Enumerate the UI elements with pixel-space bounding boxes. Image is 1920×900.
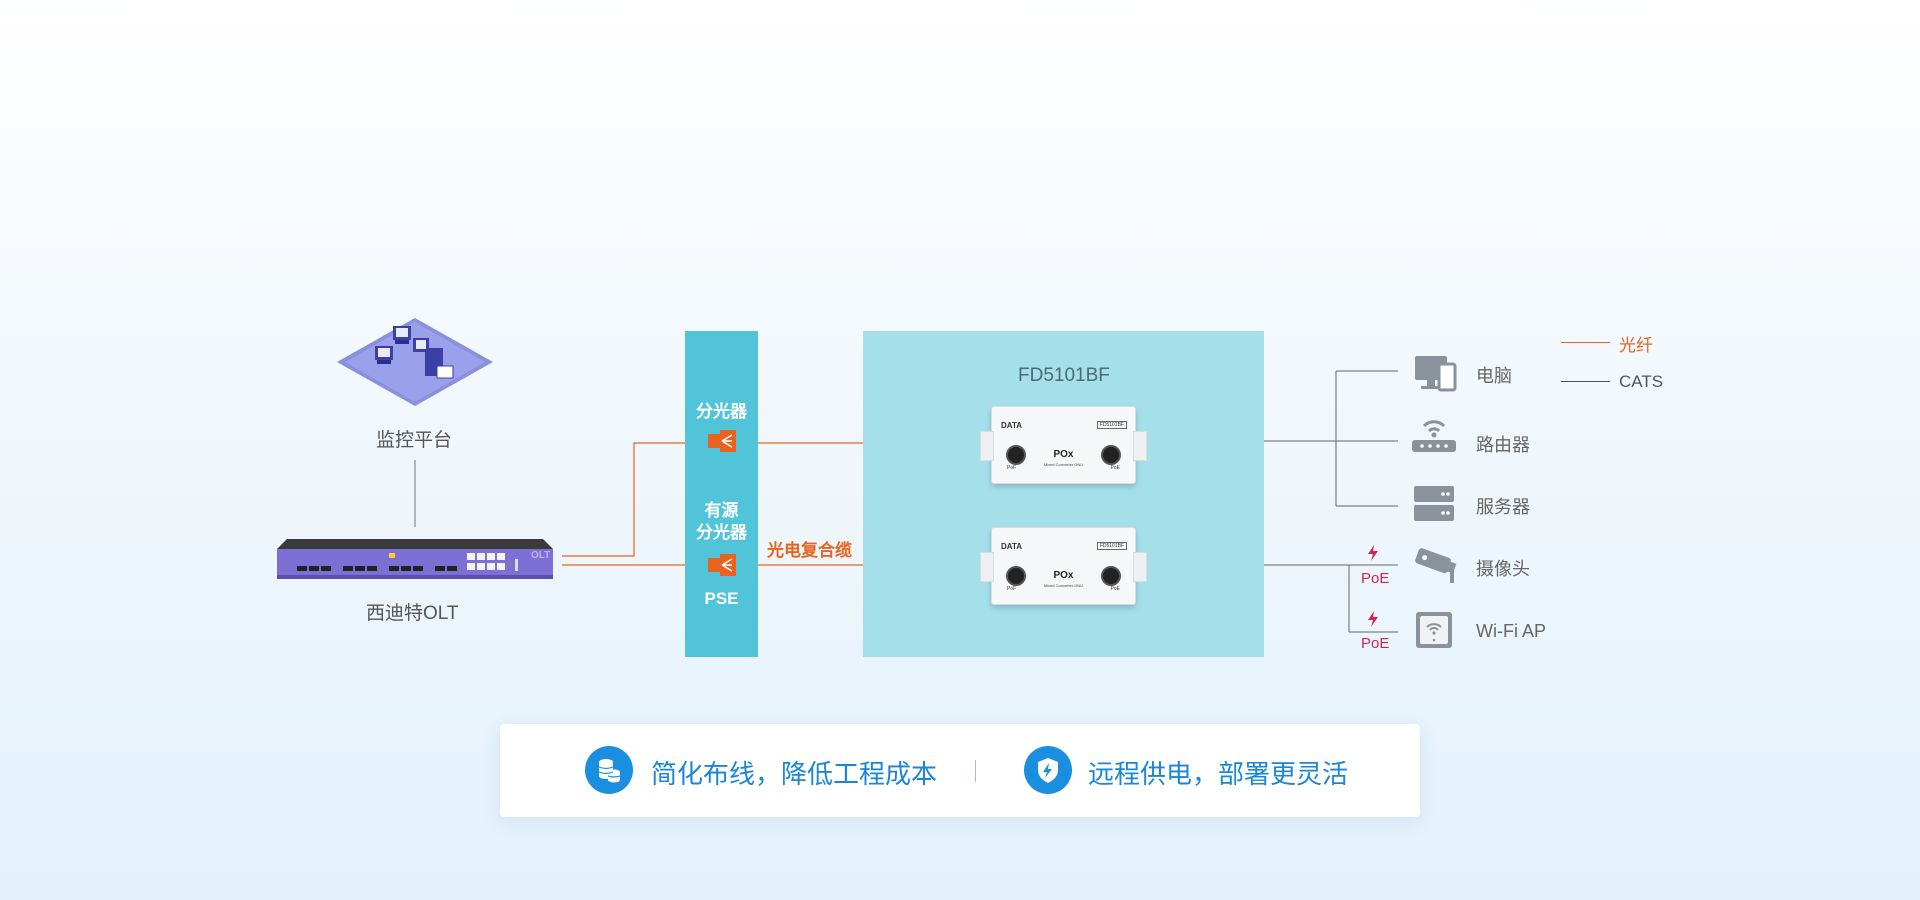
poe-port	[1101, 566, 1121, 586]
onu-device-2: DATA FD5101BF POx Mixed Converter ONU Po…	[980, 527, 1147, 605]
splitter-icon	[708, 430, 736, 452]
fiber-olt-to-splitter	[562, 442, 970, 557]
poe-port	[1101, 445, 1121, 465]
active-splitter-icon	[708, 554, 736, 576]
onu-logo: DATA	[1001, 421, 1023, 430]
legend-fiber-label: 光纤	[1619, 336, 1653, 355]
cable-label: 光电复合缆	[767, 541, 852, 560]
onu-device-1: DATA FD5101BF POx Mixed Converter ONU Po…	[980, 406, 1147, 484]
device-label-wifi-ap: Wi-Fi AP	[1476, 621, 1546, 641]
benefit-text-simplified-cabling: 简化布线，降低工程成本	[651, 759, 938, 789]
olt-device-illustration	[277, 539, 553, 579]
camera-icon	[1415, 548, 1457, 583]
poe-label-wifi-ap: PoE	[1361, 635, 1390, 652]
computer-icon	[1415, 356, 1457, 392]
coins-icon	[585, 746, 633, 794]
platform-label: 监控平台	[376, 430, 453, 451]
pof-port-label: PoF	[1007, 465, 1017, 471]
onu-subtitle: Mixed Converter ONU	[1043, 583, 1084, 588]
benefits-card: 简化布线，降低工程成本 远程供电，部署更灵活	[500, 724, 1420, 817]
legend-fiber-line	[1561, 342, 1610, 343]
onu-subtitle: Mixed Converter ONU	[1043, 462, 1084, 467]
splitter-label: 分光器	[696, 402, 747, 421]
poe-port-label: PoE	[1110, 586, 1120, 592]
server-icon	[1414, 486, 1454, 521]
device-label-camera: 摄像头	[1476, 559, 1530, 579]
shield-icon	[1024, 746, 1072, 794]
device-label-computer: 电脑	[1476, 366, 1512, 386]
poe-label-camera: PoE	[1361, 570, 1390, 587]
onu-logo: DATA	[1001, 542, 1023, 551]
monitoring-platform-illustration	[337, 318, 493, 406]
legend-cat-label: CATS	[1619, 372, 1664, 391]
wifi-ap-icon	[1416, 612, 1452, 648]
olt-label: 西迪特OLT	[366, 603, 459, 624]
power-bolt-icon	[1368, 611, 1378, 627]
onu-name: POx	[1053, 570, 1074, 581]
pof-port	[1006, 566, 1026, 586]
onu-name: POx	[1053, 449, 1074, 460]
pse-label: PSE	[704, 589, 739, 608]
splitter-column	[685, 331, 758, 657]
benefit-text-remote-power: 远程供电，部署更灵活	[1088, 759, 1349, 789]
benefit-separator	[975, 760, 976, 782]
active-splitter-label-line1: 有源	[704, 501, 739, 520]
device-label-server: 服务器	[1476, 497, 1530, 517]
router-icon	[1412, 420, 1456, 452]
onu-model: FD5101BF	[1096, 421, 1127, 429]
poe-port-label: PoE	[1110, 465, 1120, 471]
power-bolt-icon	[1368, 545, 1378, 561]
active-splitter-label-line2: 分光器	[696, 523, 747, 542]
onu-model: FD5101BF	[1096, 542, 1127, 550]
device-label-router: 路由器	[1476, 435, 1530, 455]
onu-zone-title: FD5101BF	[1018, 365, 1110, 386]
olt-brand-mark: OLT	[531, 550, 551, 561]
pof-port-label: PoF	[1007, 586, 1017, 592]
legend-cat-line	[1561, 381, 1610, 382]
pof-port	[1006, 445, 1026, 465]
